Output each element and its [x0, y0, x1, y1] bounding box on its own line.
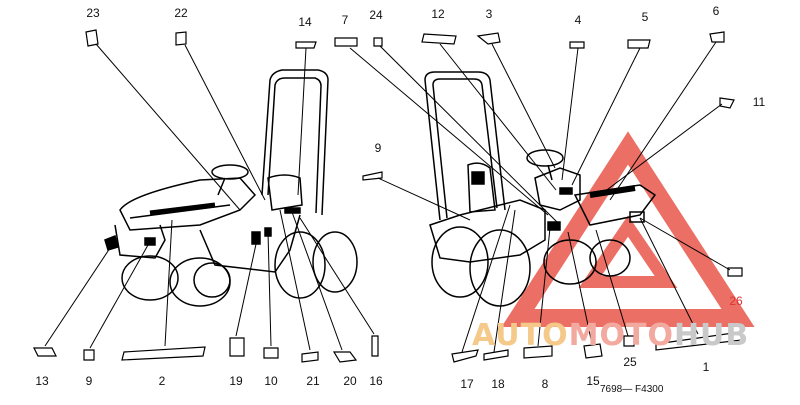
callout-4: 4: [574, 13, 582, 27]
callout-17: 17: [460, 377, 474, 391]
callout-14: 14: [298, 15, 312, 29]
watermark-triangle: [501, 131, 755, 327]
callout-21: 21: [306, 374, 320, 388]
callout-19: 19: [229, 374, 243, 388]
watermark-hub: HUB: [673, 318, 750, 353]
callout-20: 20: [343, 374, 357, 388]
watermark-moto: MOTO: [568, 318, 674, 353]
callout-22: 22: [174, 6, 188, 20]
leader-lines: [44, 41, 731, 353]
watermark-logo: AUTOMOTOHUB: [472, 318, 749, 353]
callout-6: 6: [712, 4, 720, 18]
callout-2: 2: [158, 374, 166, 388]
callout-25: 25: [623, 355, 637, 369]
callout-7: 7: [341, 13, 349, 27]
callout-11: 11: [752, 95, 766, 109]
part-shapes: [33, 29, 743, 363]
callout-8: 8: [541, 377, 549, 391]
callout-12: 12: [431, 7, 445, 21]
callout-18: 18: [491, 377, 505, 391]
callout-9-right: 9: [374, 141, 382, 155]
left-tractor: [104, 69, 358, 307]
callout-13: 13: [35, 374, 49, 388]
callout-1: 1: [702, 360, 710, 374]
callout-15: 15: [586, 374, 600, 388]
callout-24: 24: [369, 8, 383, 22]
callout-23: 23: [86, 6, 100, 20]
callout-16: 16: [369, 374, 383, 388]
figure-code: 7698— F4300: [600, 384, 664, 395]
callout-3: 3: [485, 7, 493, 21]
callout-26: 26: [729, 294, 743, 308]
watermark-auto: AUTO: [472, 318, 569, 353]
callout-9-left: 9: [85, 374, 93, 388]
callout-10: 10: [264, 374, 278, 388]
callout-5: 5: [641, 10, 649, 24]
